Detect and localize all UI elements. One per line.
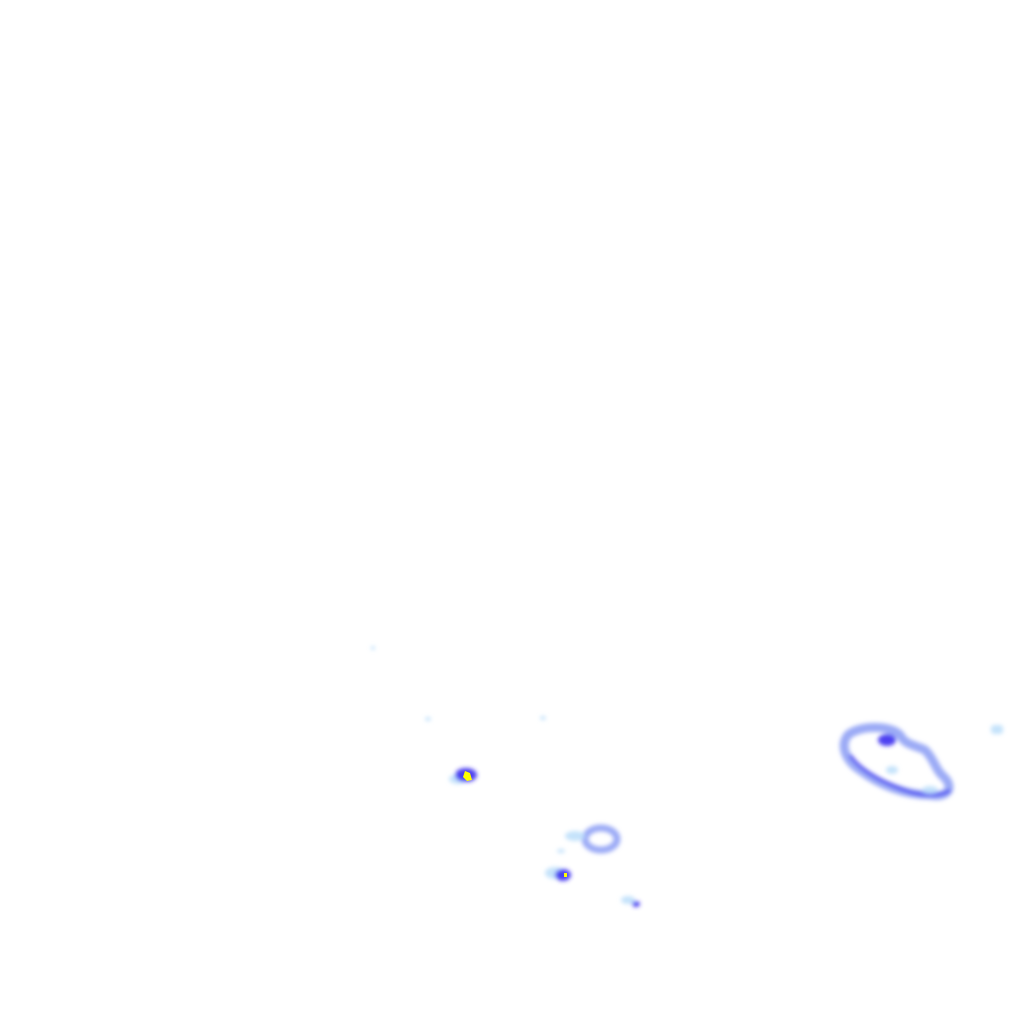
storm-cell-small xyxy=(545,867,571,881)
storm-cell-intense xyxy=(449,768,477,784)
extreme-cores xyxy=(463,771,567,877)
storm-cell-large-ring xyxy=(839,723,1003,801)
storm-cell-ring xyxy=(557,824,621,854)
storm-cell-tiny xyxy=(371,646,640,907)
